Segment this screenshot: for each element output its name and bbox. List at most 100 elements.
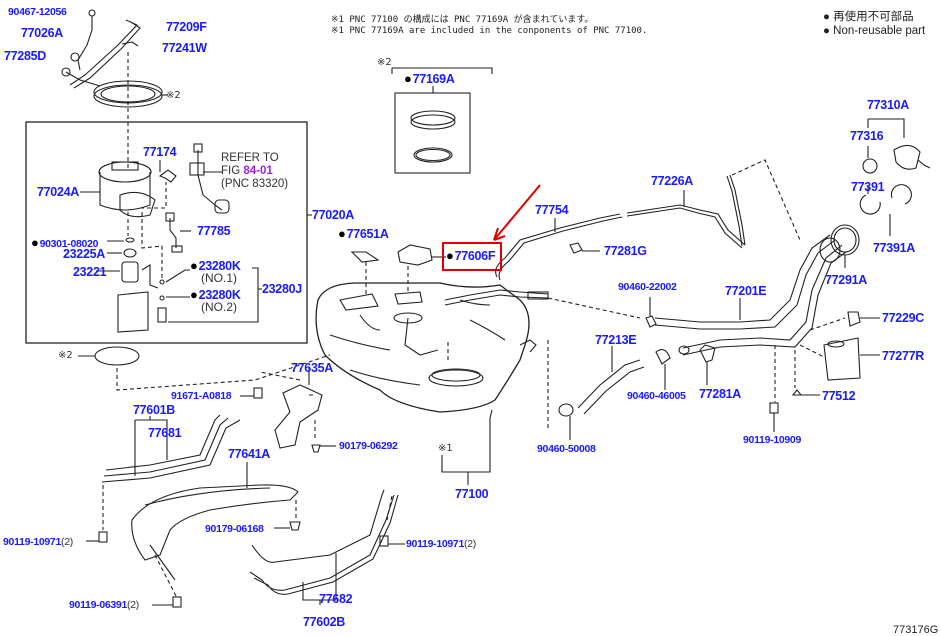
part-90119-06391[interactable]: 90119-06391(2) [69,600,139,611]
kit-box-77169a [394,92,471,174]
part-77635A[interactable]: 77635A [291,361,333,375]
part-number: 23280K [198,288,241,302]
part-90467-12056[interactable]: 90467-12056 [8,6,67,18]
non-reusable-dot-icon: ● [338,226,346,241]
part-77209F[interactable]: 77209F [166,20,207,34]
part-number: 90119-06391 [69,599,128,611]
part-number: 90119-10971 [3,536,62,548]
part-77226A[interactable]: 77226A [651,174,693,188]
part-77100[interactable]: 77100 [455,487,489,501]
part-77316[interactable]: 77316 [850,129,884,143]
part-77024A[interactable]: 77024A [37,185,79,199]
part-90301-08020[interactable]: ●90301-08020 [31,236,98,250]
part-90119-10971-right[interactable]: 90119-10971(2) [406,539,476,550]
part-number: 90119-10971 [406,538,465,550]
pad-77651a-illustration [350,251,380,263]
part-77201E[interactable]: 77201E [725,284,767,298]
part-77020A[interactable]: 77020A [312,208,354,222]
part-77241W[interactable]: 77241W [162,41,207,55]
part-77391A[interactable]: 77391A [873,241,915,255]
part-90119-10909[interactable]: 90119-10909 [743,434,802,446]
part-77285D[interactable]: 77285D [4,49,46,63]
part-23225A[interactable]: 23225A [63,247,105,261]
part-77310A[interactable]: 77310A [867,98,909,112]
part-90460-22002[interactable]: 90460-22002 [618,281,677,293]
part-number: 77651A [346,227,389,241]
part-77174[interactable]: 77174 [143,145,177,159]
part-77651A[interactable]: ●77651A [338,227,389,241]
ref-mark-1: ※1 [438,443,453,454]
part-77682[interactable]: 77682 [319,592,353,606]
part-23221[interactable]: 23221 [73,265,107,279]
note-en: ※1 PNC 77169A are included in the conpon… [331,26,648,36]
highlight-box-77606F [442,242,502,271]
part-77601B[interactable]: 77601B [133,403,175,417]
part-90460-46005[interactable]: 90460-46005 [627,390,686,402]
non-reusable-dot-icon: ● [190,258,198,273]
part-77602B[interactable]: 77602B [303,615,345,629]
part-number: 77606F [454,249,496,263]
part-77169A[interactable]: ●77169A [404,72,455,86]
part-23280K-no2[interactable]: ●23280K [190,288,241,302]
part-77512[interactable]: 77512 [822,389,856,403]
part-number: 77169A [412,72,455,86]
refer-to-text: REFER TO [221,152,279,164]
legend-non-reusable-jp: ● 再使用不可部品 [823,11,914,23]
ref-mark-2: ※2 [377,57,392,68]
part-77026A[interactable]: 77026A [21,26,63,40]
part-91671-A0818[interactable]: 91671-A0818 [171,390,232,402]
quantity: (2) [127,599,139,611]
part-77391[interactable]: 77391 [851,180,885,194]
bolt-90119-10909-illustration [769,402,779,414]
ref-mark-2: ※2 [58,350,73,361]
part-77277R[interactable]: 77277R [882,349,924,363]
fuel-pipe-assembly-illustration [61,9,141,89]
ref-mark-2: ※2 [166,90,181,101]
snap-ring-illustration [859,194,881,215]
note-jp: ※1 PNC 77100 の構成には PNC 77169A が含まれています。 [331,15,594,25]
part-23280J[interactable]: 23280J [262,282,302,296]
gasket-illustration [94,346,140,366]
non-reusable-dot-icon: ● [404,71,412,86]
part-23280K-no1[interactable]: ●23280K [190,259,241,273]
no2-text: (NO.2) [201,300,237,314]
bracket-77635a-illustration [274,384,323,449]
fuel-pump-box [25,121,308,344]
part-number: 23280K [198,259,241,273]
part-77281A[interactable]: 77281A [699,387,741,401]
part-77785[interactable]: 77785 [197,224,231,238]
refer-fig-line: FIG 84-01 [221,165,273,178]
part-90119-10971-left[interactable]: 90119-10971(2) [3,537,73,548]
part-77291A[interactable]: 77291A [825,273,867,287]
part-77754[interactable]: 77754 [535,203,569,217]
filler-pipe-illustration [654,224,860,356]
part-90460-50008[interactable]: 90460-50008 [537,443,596,455]
part-77281G[interactable]: 77281G [604,244,647,258]
part-90179-06168[interactable]: 90179-06168 [205,523,264,535]
non-reusable-dot-icon: ● [31,235,39,250]
callout-arrow [493,184,541,241]
quantity: (2) [464,538,476,550]
protector-77641a-illustration [131,484,299,581]
fuel-pump-illustration [98,143,230,333]
refer-pnc-text: (PNC 83320) [221,178,289,190]
non-reusable-dot-icon: ● [190,287,198,302]
fig-84-01-link[interactable]: 84-01 [243,165,273,177]
quantity: (2) [61,536,73,548]
box-77277r-illustration [823,337,861,381]
bolt-91671-illustration [253,387,263,399]
no1-text: (NO.1) [201,271,237,285]
strap-77602b-illustration [249,489,399,595]
figure-number: 773176G [893,624,939,636]
part-77229C[interactable]: 77229C [882,311,924,325]
part-number: 90301-08020 [39,238,99,250]
part-77641A[interactable]: 77641A [228,447,270,461]
fuel-tank-illustration [315,282,549,413]
part-77606F[interactable]: ●77606F [446,249,495,263]
non-reusable-dot-icon: ● [446,248,454,263]
pad-77606f-illustration [397,244,433,266]
fuel-cap-illustration [893,144,931,170]
part-90179-06292[interactable]: 90179-06292 [339,440,398,452]
part-77681[interactable]: 77681 [148,426,182,440]
part-77213E[interactable]: 77213E [595,333,637,347]
